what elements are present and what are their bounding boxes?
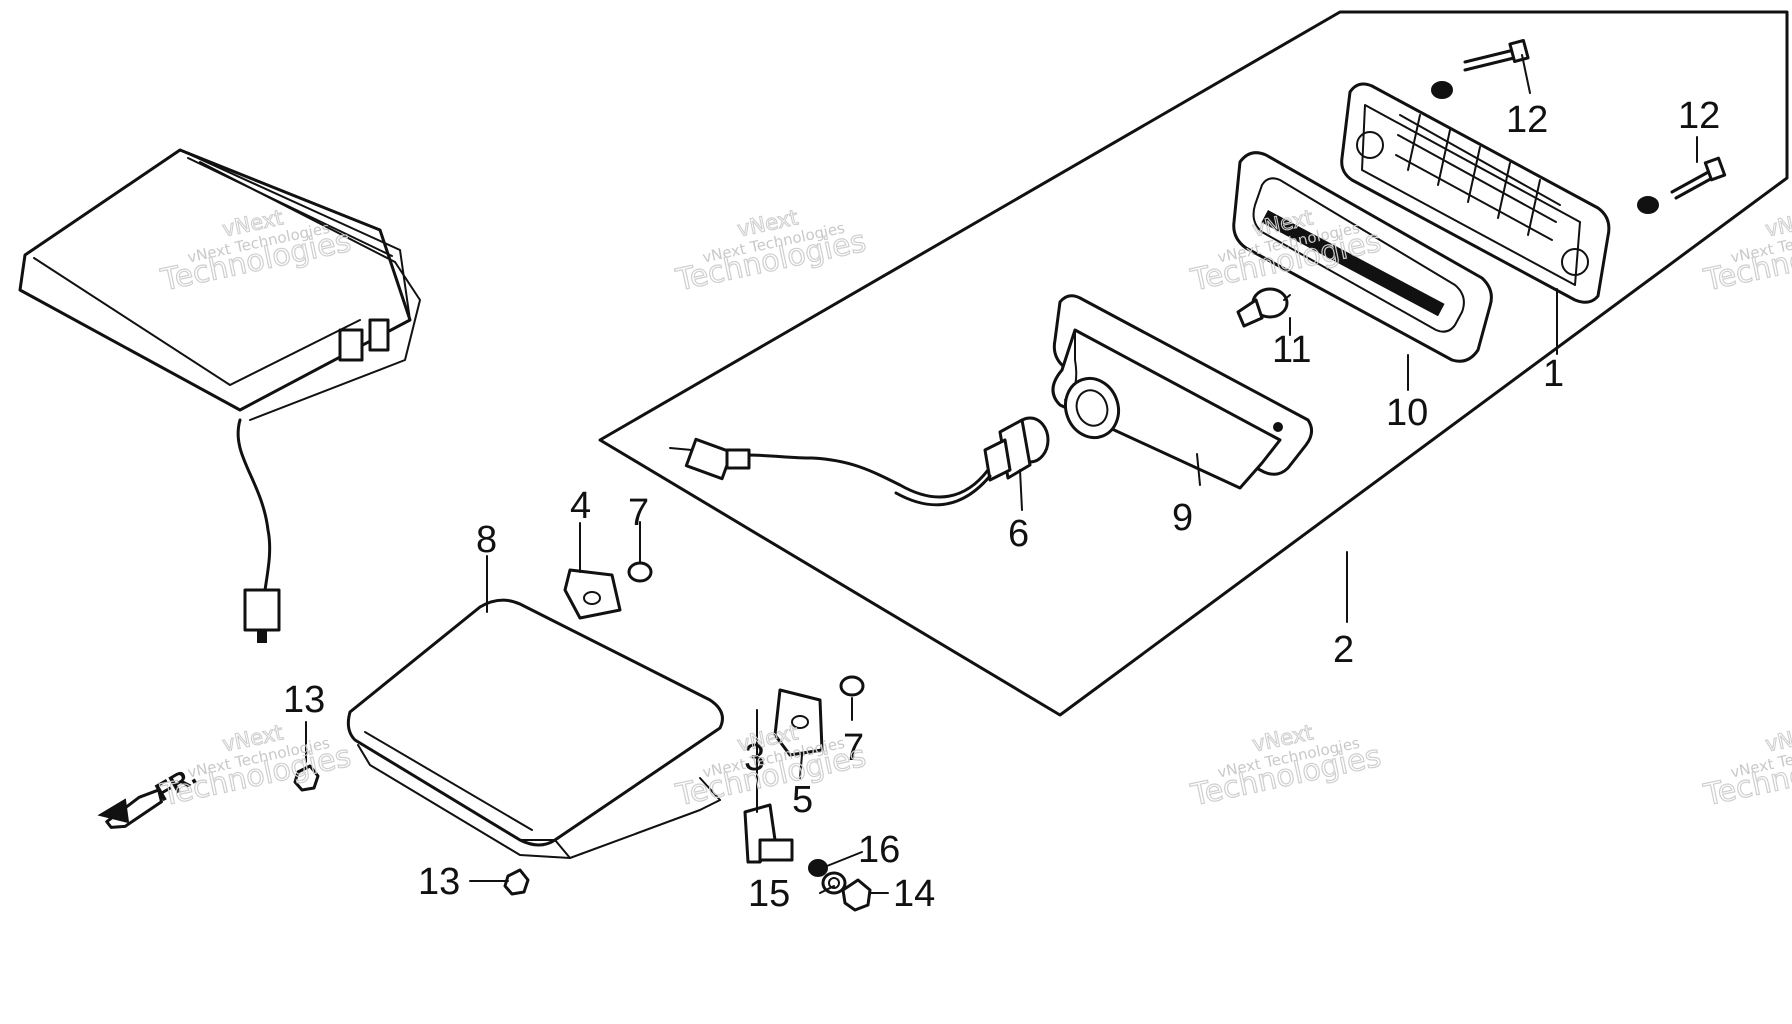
- label-part-6: 6: [1008, 513, 1029, 555]
- part-7-cap-lower: [839, 675, 865, 697]
- part-4-pad: [563, 568, 622, 620]
- part-10-gasket: [1232, 151, 1493, 363]
- part-12-screw-lower: [1637, 156, 1727, 214]
- label-part-2: 2: [1333, 629, 1354, 671]
- label-part-7-lower: 7: [843, 727, 864, 769]
- label-part-16: 16: [858, 829, 900, 871]
- watermark-7: vNext vNext Technologies Technologies: [1187, 720, 1385, 814]
- part-13-nut-lower: [503, 868, 530, 896]
- label-part-14: 14: [893, 873, 935, 915]
- label-part-7-upper: 7: [628, 492, 649, 534]
- label-part-15: 15: [748, 873, 790, 915]
- label-part-1: 1: [1543, 353, 1564, 395]
- assembly-outline: [598, 10, 1789, 717]
- part-13-nut-upper: [293, 764, 320, 792]
- label-part-8: 8: [476, 519, 497, 561]
- watermark-4: vNext vNext Technologies Technologies: [1700, 205, 1792, 299]
- label-part-10: 10: [1386, 392, 1428, 434]
- label-part-9: 9: [1172, 497, 1193, 539]
- part-1-lens: [1340, 82, 1611, 304]
- label-part-11: 11: [1272, 329, 1311, 371]
- part-8-cover: [346, 598, 724, 859]
- part-12-screw-upper: [1431, 38, 1530, 99]
- label-part-5: 5: [792, 779, 813, 821]
- installed-housing: [18, 148, 421, 643]
- part-14-cap-nut: [841, 878, 872, 912]
- part-3-bracket: [743, 803, 794, 864]
- label-part-13-lower: 13: [418, 861, 460, 903]
- part-6-socket: [669, 416, 1050, 507]
- part-5-pad: [773, 688, 824, 757]
- label-part-12-lower: 12: [1678, 95, 1720, 137]
- part-7-cap-upper: [627, 561, 653, 583]
- leader-lines: [305, 54, 1698, 894]
- label-part-12-upper: 12: [1506, 99, 1548, 141]
- label-part-3: 3: [744, 737, 765, 779]
- part-16-washer: [808, 859, 828, 877]
- label-part-4: 4: [570, 485, 591, 527]
- part-11-bulb: [1236, 287, 1291, 328]
- part-9-base: [1051, 294, 1313, 490]
- watermark-2: vNext vNext Technologies Technologies: [672, 205, 870, 299]
- part-labels: 1 2 3 4 5 6 7 7 8 9 10 11 12 12 13 13 14…: [283, 95, 1720, 915]
- watermark-5: vNext vNext Technologies Technologies: [157, 720, 355, 814]
- label-part-13-upper: 13: [283, 679, 325, 721]
- watermark-8: vNext vNext Technologies Technologies: [1700, 720, 1792, 814]
